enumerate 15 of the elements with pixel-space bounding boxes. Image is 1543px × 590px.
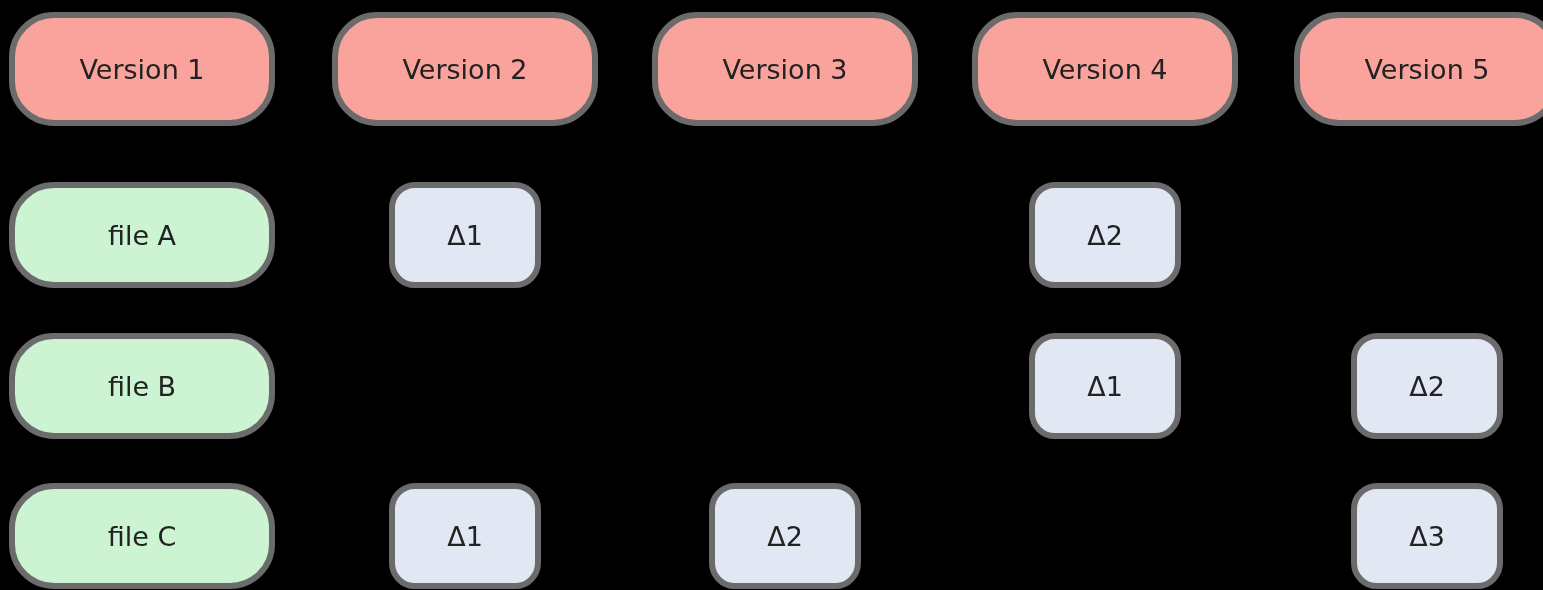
version-pill: Version 2 [332,12,598,126]
delta-box: Δ2 [1351,333,1503,439]
version-pill: Version 1 [9,12,275,126]
file-pill: file B [9,333,275,439]
delta-box: Δ2 [1029,182,1181,288]
delta-box: Δ3 [1351,483,1503,589]
delta-box: Δ1 [389,483,541,589]
version-pill: Version 5 [1294,12,1543,126]
delta-box: Δ1 [1029,333,1181,439]
version-pill: Version 3 [652,12,918,126]
version-pill: Version 4 [972,12,1238,126]
delta-box: Δ2 [709,483,861,589]
delta-box: Δ1 [389,182,541,288]
file-pill: file A [9,182,275,288]
file-pill: file C [9,483,275,589]
